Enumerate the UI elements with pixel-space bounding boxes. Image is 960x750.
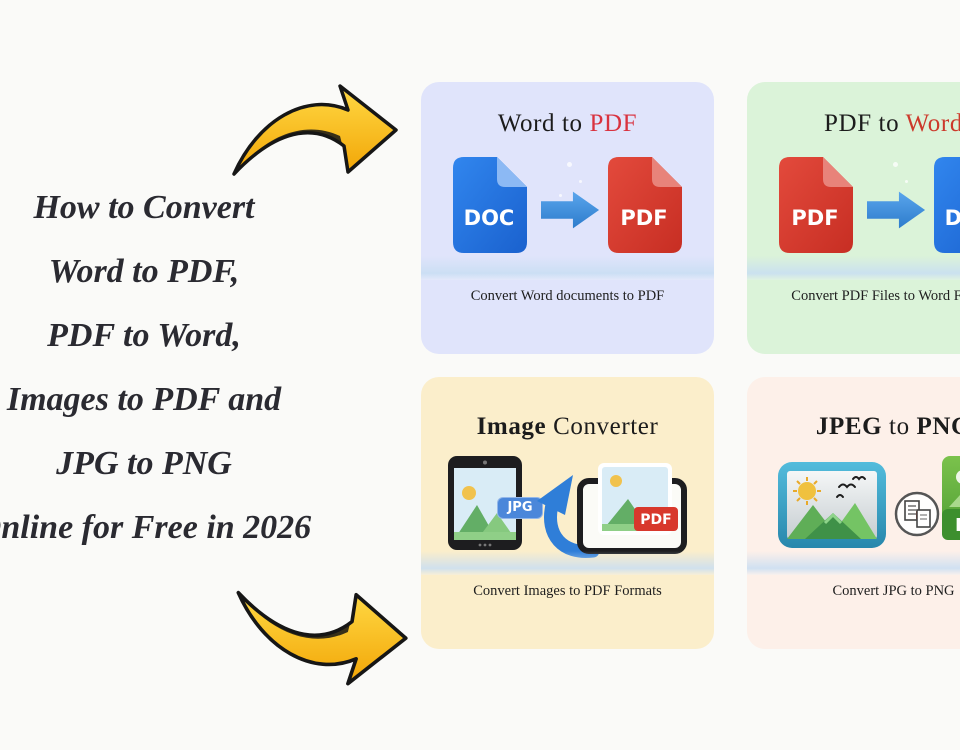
title-part-word: Word — [905, 110, 960, 137]
pdf-label: PDF — [620, 206, 667, 230]
caption-pdf-to-word: Convert PDF Files to Word Format — [791, 288, 960, 304]
card-title-pdf-to-word: PDF to Word — [747, 110, 960, 138]
pdf-file-icon: PDF — [779, 157, 853, 253]
card-image-converter: Image Converter JPG PD — [421, 377, 714, 649]
illustration-jpeg-to-png: PNG — [747, 439, 960, 571]
doc-file-icon: DOC — [934, 157, 960, 253]
title-part-pdf-to: PDF to — [824, 110, 906, 137]
headline-line-2: Word to PDF, — [48, 253, 240, 290]
title-part-image: Image — [476, 413, 547, 440]
tablet-icon — [448, 456, 522, 550]
caption-word-to-pdf: Convert Word documents to PDF — [470, 288, 665, 304]
doc-label: DOC — [464, 206, 515, 230]
title-part-png: PNG — [916, 413, 960, 440]
title-part-word-to: Word to — [497, 110, 590, 137]
headline-line-1: How to Convert — [33, 189, 255, 226]
curved-arrow-bottom-icon — [236, 590, 408, 686]
file-transfer-icon — [894, 491, 940, 537]
doc-file-icon: DOC — [453, 157, 527, 253]
illustration-pdf-to-word: PDF DOC — [747, 144, 960, 276]
mist-band — [421, 551, 714, 575]
caption-image-converter: Convert Images to PDF Formats — [473, 583, 662, 599]
title-part-converter: Converter — [546, 413, 659, 440]
headline-line-6: Online for Free in 2026 — [0, 509, 312, 546]
card-pdf-to-word: PDF to Word PDF DOC Convert PDF Files to… — [747, 82, 960, 354]
pdf-badge: PDF — [634, 507, 678, 531]
headline-line-3: PDF to Word, — [47, 317, 241, 354]
card-title-jpeg-to-png: JPEG to PNG — [747, 413, 960, 441]
doc-label: DOC — [945, 206, 960, 230]
jpeg-image-icon — [778, 462, 886, 548]
title-part-jpeg: JPEG — [815, 413, 883, 440]
pdf-label: PDF — [791, 206, 838, 230]
headline: How to Convert Word to PDF, PDF to Word,… — [0, 176, 316, 560]
card-title-image-converter: Image Converter — [421, 413, 714, 441]
display-with-pdf-icon: PDF — [577, 463, 687, 554]
card-jpeg-to-png: JPEG to PNG — [747, 377, 960, 649]
illustration-image-converter: JPG PDF — [421, 439, 714, 571]
curved-arrow-top-icon — [232, 84, 398, 176]
jpg-badge: JPG — [497, 497, 543, 519]
caption-jpeg-to-png: Convert JPG to PNG — [832, 583, 955, 599]
illustration-word-to-pdf: DOC PDF — [421, 144, 714, 276]
headline-line-4: Images to PDF and — [6, 381, 282, 418]
conversion-arrow-icon — [867, 191, 926, 229]
mist-band — [421, 256, 714, 280]
mist-band — [747, 551, 960, 575]
png-label: PNG — [955, 515, 960, 536]
png-file-icon: PNG — [942, 456, 960, 540]
title-part-to: to — [882, 413, 917, 440]
headline-line-5: JPG to PNG — [56, 445, 232, 482]
mist-band — [747, 256, 960, 280]
svg-text:PDF: PDF — [640, 512, 671, 528]
pdf-file-icon: PDF — [608, 157, 682, 253]
card-word-to-pdf: Word to PDF DOC PDF Convert Word documen… — [421, 82, 714, 354]
conversion-arrow-icon — [541, 191, 600, 229]
card-title-word-to-pdf: Word to PDF — [421, 110, 714, 138]
title-part-pdf: PDF — [589, 110, 638, 137]
